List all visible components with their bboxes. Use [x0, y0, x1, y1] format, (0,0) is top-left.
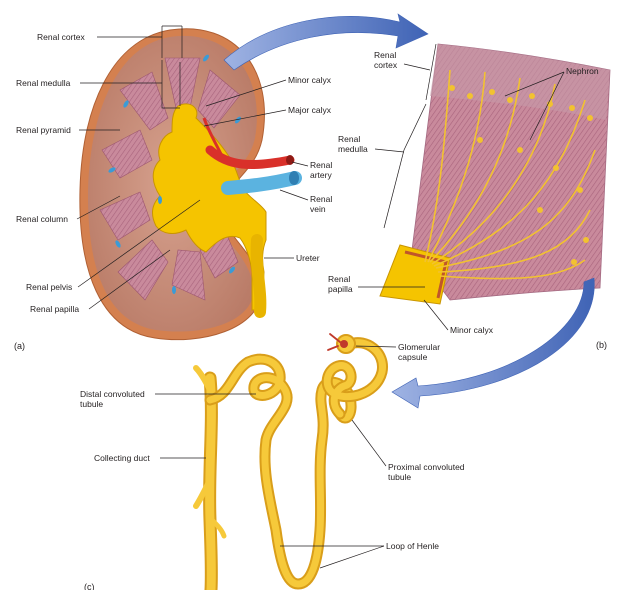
ureter [250, 234, 267, 318]
label-major-calyx: Major calyx [288, 105, 332, 115]
label-renal-artery-2: artery [310, 170, 332, 180]
label-renal-vein-2: vein [310, 204, 326, 214]
panel-label-b: (b) [596, 340, 607, 350]
collecting-ducts-fan [424, 69, 596, 280]
panel-a-labels: Renal cortex Renal medulla Renal pyramid… [14, 32, 332, 351]
cortex-bracket-b [425, 43, 437, 101]
renal-artery-opening [286, 155, 294, 165]
distal-and-loop [204, 353, 357, 590]
label-loop-of-henle: Loop of Henle [386, 541, 439, 551]
label-renal-column: Renal column [16, 214, 68, 224]
label-b-renal-cortex-1: Renal [374, 50, 396, 60]
label-ureter: Ureter [296, 253, 320, 263]
label-renal-medulla: Renal medulla [16, 78, 71, 88]
label-b-minor-calyx: Minor calyx [450, 325, 494, 335]
label-proximal-tubule-2: tubule [388, 472, 411, 482]
vessel-marks [108, 54, 241, 294]
panel-label-a: (a) [14, 341, 25, 351]
zoom-arrow-bottom [391, 277, 595, 409]
label-renal-papilla: Renal papilla [30, 304, 79, 314]
panel-c-nephron [193, 333, 388, 590]
glomerulus [340, 340, 348, 348]
label-renal-vein-1: Renal [310, 194, 332, 204]
label-proximal-tubule-1: Proximal convoluted [388, 462, 465, 472]
papilla-tip [404, 250, 448, 299]
label-collecting-duct: Collecting duct [94, 453, 150, 463]
label-minor-calyx-a: Minor calyx [288, 75, 332, 85]
label-distal-tubule-2: tubule [80, 399, 103, 409]
artery-branch [202, 117, 224, 157]
afferent-arteriole [327, 333, 341, 351]
renal-artery [205, 145, 295, 170]
label-nephron: Nephron [566, 66, 599, 76]
label-renal-artery-1: Renal [310, 160, 332, 170]
label-renal-pelvis: Renal pelvis [26, 282, 72, 292]
panel-a-kidney [79, 25, 302, 341]
label-b-renal-medulla-1: Renal [338, 134, 360, 144]
label-b-renal-papilla-2: papilla [328, 284, 353, 294]
label-b-renal-cortex-2: cortex [374, 60, 398, 70]
zoom-arrow-top [223, 13, 429, 71]
glomeruli [449, 85, 593, 265]
collecting-duct [193, 365, 227, 590]
panel-c-labels: Glomerular capsule Distal convoluted tub… [80, 342, 465, 590]
medulla-bracket-b [383, 103, 427, 229]
panel-b-labels: Renal cortex Nephron Renal medulla Renal… [328, 50, 607, 350]
label-glomerular-capsule-1: Glomerular [398, 342, 440, 352]
label-b-renal-papilla-1: Renal [328, 274, 350, 284]
renal-vein [221, 171, 302, 195]
label-renal-cortex: Renal cortex [37, 32, 85, 42]
label-glomerular-capsule-2: capsule [398, 352, 428, 362]
proximal-and-capsule [321, 333, 388, 420]
medulla-bracket [161, 60, 180, 109]
panel-b-wedge [379, 43, 611, 305]
cortex-bracket [161, 25, 183, 58]
label-distal-tubule-1: Distal convoluted [80, 389, 145, 399]
renal-vein-opening [289, 171, 299, 185]
label-b-renal-medulla-2: medulla [338, 144, 368, 154]
label-renal-pyramid: Renal pyramid [16, 125, 71, 135]
panel-label-c: (c) [84, 582, 95, 590]
